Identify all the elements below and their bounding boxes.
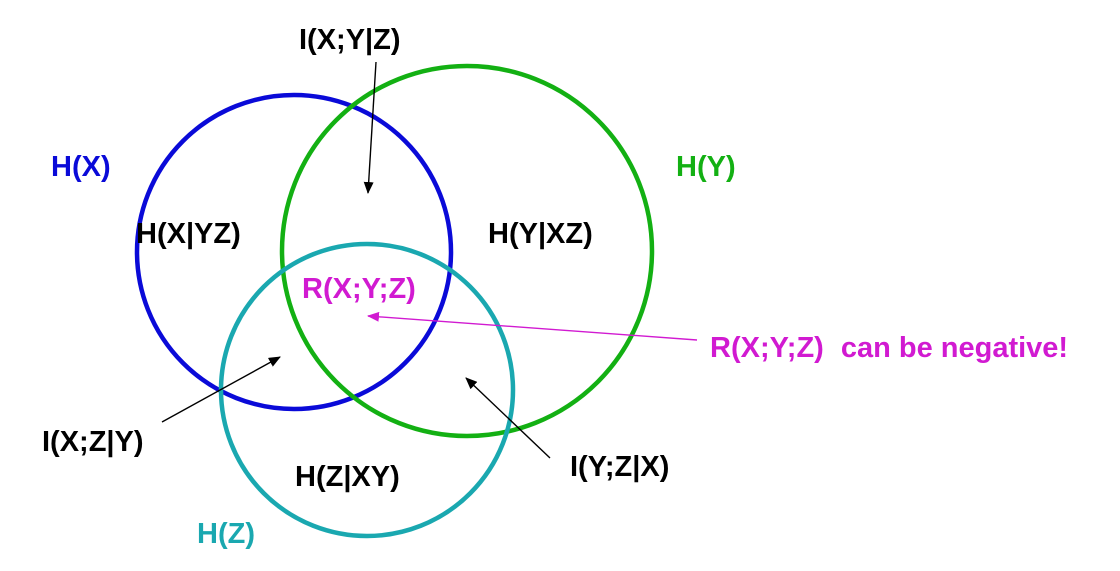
set-z-label: H(Z) [197, 518, 255, 550]
set-y-label: H(Y) [676, 151, 736, 183]
set-y-circle [279, 63, 655, 439]
note-arrow [367, 311, 698, 341]
xz-given-y-label: I(X;Z|Y) [42, 426, 144, 458]
region-y-only-label: H(Y|XZ) [488, 218, 593, 250]
negative-note-suffix: can be negative! [841, 332, 1068, 364]
xy-given-z-arrow [363, 61, 377, 194]
xz-given-y-arrow [161, 356, 281, 423]
set-x-circle [134, 92, 454, 412]
yz-given-x-label: I(Y;Z|X) [570, 451, 669, 483]
region-z-only-label: H(Z|XY) [295, 461, 400, 493]
set-x-label: H(X) [51, 151, 111, 183]
xy-given-z-label: I(X;Y|Z) [299, 24, 401, 56]
yz-given-x-arrow [465, 377, 551, 459]
region-x-only-label: H(X|YZ) [136, 218, 241, 250]
region-center-label: R(X;Y;Z) [302, 273, 416, 305]
negative-note-prefix: R(X;Y;Z) [710, 332, 824, 364]
negative-note: R(X;Y;Z) can be negative! [710, 332, 1068, 364]
